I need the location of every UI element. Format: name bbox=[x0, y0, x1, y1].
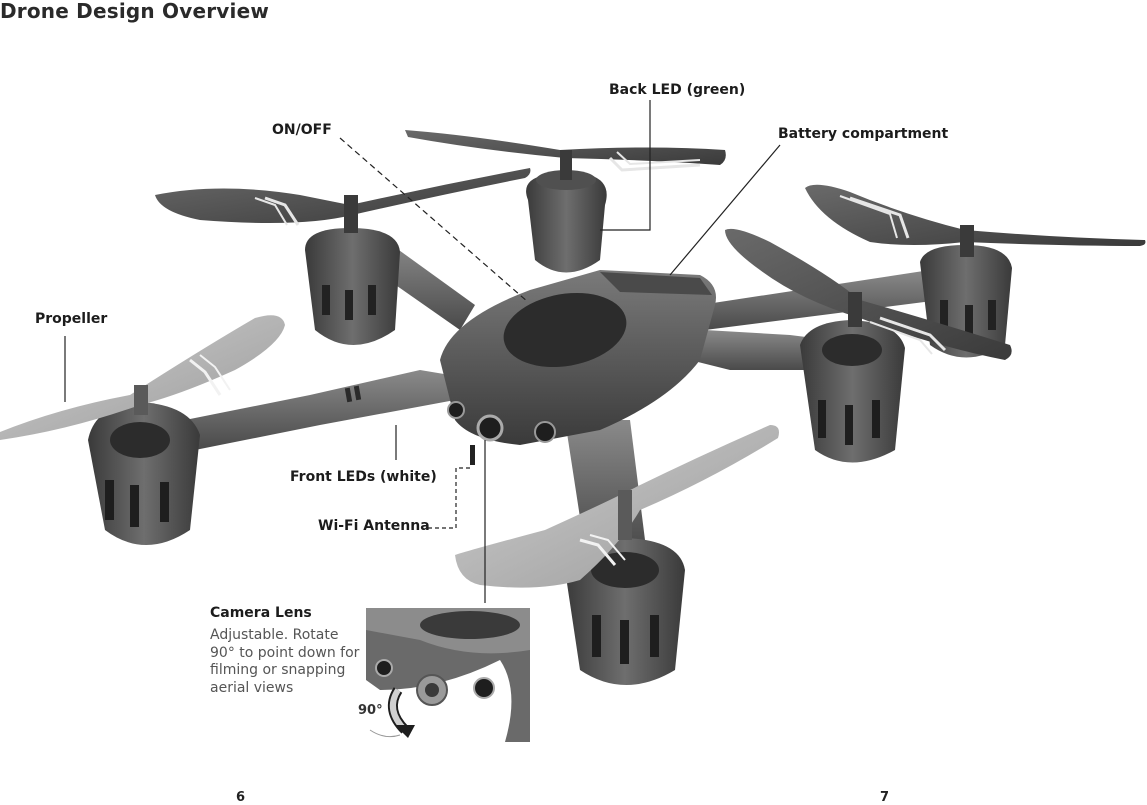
motor-front-left bbox=[88, 402, 200, 545]
page-title: Drone Design Overview bbox=[0, 0, 270, 23]
drone-body bbox=[440, 270, 716, 465]
motor-front-right bbox=[800, 320, 905, 463]
page-number-right: 7 bbox=[880, 790, 890, 805]
leader-on-off bbox=[339, 137, 529, 303]
leader-lines bbox=[64, 100, 781, 603]
label-camera-lens: Camera Lens bbox=[210, 605, 312, 621]
arm-front-right bbox=[690, 330, 830, 370]
label-wifi: Wi-Fi Antenna bbox=[318, 518, 430, 534]
label-front-leds: Front LEDs (white) bbox=[290, 469, 437, 485]
rotation-degree-label: 90° bbox=[358, 703, 383, 718]
arm-front-left bbox=[185, 370, 455, 450]
leader-battery bbox=[669, 144, 781, 276]
propeller-right-back bbox=[805, 184, 1146, 257]
label-propeller: Propeller bbox=[35, 311, 108, 327]
propeller-front-right bbox=[725, 228, 1012, 360]
label-battery: Battery compartment bbox=[778, 126, 949, 142]
propeller-back bbox=[405, 130, 726, 180]
motor-left-back bbox=[305, 228, 400, 345]
motor-back bbox=[526, 170, 607, 273]
camera-lens-icon bbox=[416, 674, 448, 706]
rotate-arrow-icon bbox=[387, 687, 415, 738]
label-on-off: ON/OFF bbox=[272, 122, 332, 138]
camera-description: Adjustable. Rotate 90° to point down for… bbox=[210, 627, 360, 696]
leader-back-led bbox=[600, 100, 651, 231]
propeller-front-center bbox=[455, 425, 779, 588]
leader-wifi bbox=[428, 467, 470, 529]
camera-inset bbox=[366, 608, 530, 742]
label-back-led: Back LED (green) bbox=[609, 82, 746, 98]
propeller-left-back bbox=[155, 168, 531, 233]
page-number-left: 6 bbox=[236, 790, 246, 805]
motor-front-center bbox=[565, 538, 685, 685]
propeller-front-left bbox=[0, 315, 285, 440]
